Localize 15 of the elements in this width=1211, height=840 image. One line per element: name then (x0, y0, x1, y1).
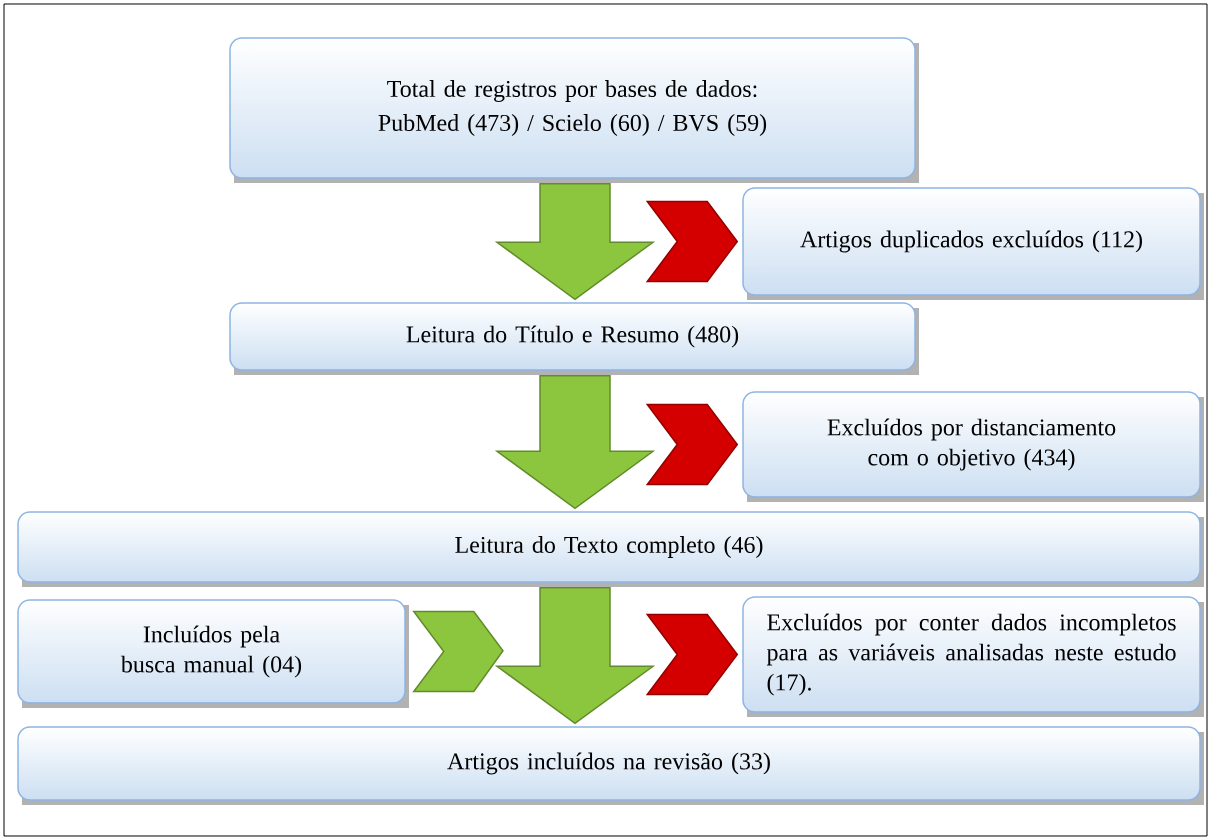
down-arrow (494, 183, 656, 301)
process-box: Artigos duplicados excluídos (112) (742, 187, 1204, 300)
process-box: Artigos incluídos na revisão (33) (17, 726, 1204, 805)
process-box: Excluídos por conter dados incompletos para as variáveis analisadas neste estudo (17). (742, 596, 1204, 717)
down-arrow (494, 375, 656, 510)
chevron-arrow (645, 200, 739, 283)
chevron-arrow (645, 403, 739, 486)
process-box: Leitura do Título e Resumo (480) (229, 302, 919, 375)
chevron-arrow (645, 613, 739, 696)
process-box: Incluídos pela busca manual (04) (17, 599, 409, 708)
process-box: Leitura do Texto completo (46) (17, 511, 1204, 587)
down-arrow (494, 587, 656, 725)
process-box: Excluídos por distanciamento com o objetivo (434) (742, 391, 1204, 502)
chevron-arrow (412, 610, 504, 693)
process-box: Total de registros por bases de dados: PubMed (473) / Scielo (60) / BVS (59) (229, 37, 919, 183)
